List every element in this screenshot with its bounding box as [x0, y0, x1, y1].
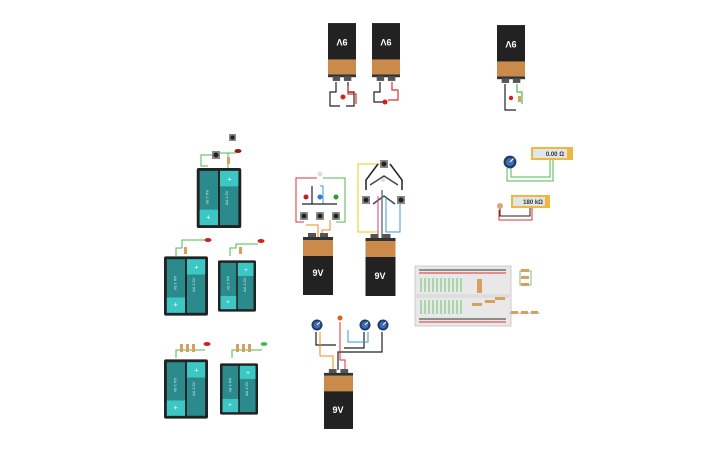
- pushbutton[interactable]: [300, 212, 308, 220]
- pushbutton[interactable]: [212, 151, 220, 159]
- battery-label: 9V: [312, 268, 323, 278]
- multimeter-1-circuit[interactable]: 0.00 Ω: [503, 147, 573, 182]
- wire-green[interactable]: [516, 84, 523, 104]
- battery-label: 9V: [380, 37, 391, 47]
- wire-black[interactable]: [373, 82, 384, 103]
- battery-label: AA 1.5V: [228, 378, 233, 393]
- multimeter-reading: 0.00 Ω: [546, 152, 564, 158]
- battery-label: AA 1.5V: [242, 277, 247, 292]
- resistor[interactable]: [248, 344, 251, 352]
- battery-label: 9V: [374, 271, 385, 281]
- wire-green[interactable]: [323, 177, 346, 223]
- resistor[interactable]: [477, 279, 482, 293]
- potentiometer[interactable]: [359, 319, 371, 331]
- wire-black[interactable]: [302, 186, 337, 205]
- battery-label: AA 1.5V: [191, 381, 196, 396]
- battery-label: AA 1.5V: [173, 378, 178, 393]
- multimeter-reading: 180 kΩ: [523, 200, 543, 206]
- battery-label: 9V: [332, 405, 343, 415]
- pushbutton[interactable]: [380, 160, 388, 168]
- battery-label: AA 1.5V: [205, 190, 210, 205]
- resistor[interactable]: [485, 300, 495, 303]
- pushbutton[interactable]: [362, 196, 370, 204]
- battery-label: AA 1.5V: [244, 381, 249, 396]
- led-orange[interactable]: [337, 315, 343, 321]
- resistor[interactable]: [227, 157, 230, 164]
- wire-orange[interactable]: [319, 332, 334, 370]
- wire-red[interactable]: [388, 82, 399, 101]
- wire-yellow[interactable]: [357, 163, 384, 233]
- battery-9v-top-1[interactable]: 9V: [328, 23, 357, 107]
- led-red[interactable]: [257, 239, 265, 243]
- resistor[interactable]: [472, 303, 482, 306]
- resistor[interactable]: [184, 247, 187, 254]
- battery-label: AA 1.5V: [226, 276, 231, 291]
- battery-aa-holder-5[interactable]: AA 1.5V AA 1.5V: [220, 342, 268, 415]
- battery-label: AA 1.5V: [224, 190, 229, 205]
- resistor[interactable]: [239, 247, 242, 254]
- wire-blue[interactable]: [347, 330, 369, 343]
- battery-aa-holder-4[interactable]: AA 1.5V AA 1.5V: [164, 342, 211, 419]
- breadboard-wires[interactable]: [420, 278, 462, 314]
- wire-red[interactable]: [347, 86, 357, 104]
- rgb-led[interactable]: [381, 178, 385, 182]
- battery-label: 9V: [336, 37, 347, 47]
- battery-9v-top-2[interactable]: 9V: [372, 23, 400, 105]
- led-blue[interactable]: [317, 194, 323, 200]
- battery-9v-rgb-circuit[interactable]: 9V: [295, 171, 346, 296]
- wire-blue[interactable]: [320, 185, 324, 204]
- resistor[interactable]: [495, 297, 505, 300]
- rgb-led[interactable]: [317, 171, 323, 177]
- wire-black[interactable]: [504, 84, 516, 111]
- wire-green[interactable]: [231, 349, 262, 358]
- wire-green[interactable]: [510, 160, 551, 178]
- resistor[interactable]: [192, 344, 195, 352]
- pushbutton[interactable]: [229, 134, 236, 141]
- wire-red[interactable]: [339, 322, 346, 370]
- wire-red[interactable]: [498, 208, 533, 221]
- resistor[interactable]: [518, 96, 521, 102]
- pushbutton[interactable]: [332, 212, 340, 220]
- led-green[interactable]: [260, 342, 268, 346]
- battery-9v-triangle-circuit[interactable]: 9V: [357, 160, 405, 296]
- wire-green[interactable]: [506, 160, 554, 182]
- led-green[interactable]: [333, 194, 339, 200]
- battery-aa-holder-1[interactable]: AA 1.5V AA 1.5V: [196, 134, 242, 228]
- wire-green[interactable]: [175, 239, 205, 256]
- wire-black[interactable]: [365, 163, 403, 190]
- wire-green[interactable]: [175, 349, 205, 358]
- battery-label: AA 1.5V: [173, 276, 178, 291]
- battery-9v-potentiometer-circuit[interactable]: 9V: [311, 315, 389, 429]
- wire-green[interactable]: [229, 243, 258, 256]
- battery-label: AA 1.5V: [191, 277, 196, 292]
- pushbutton[interactable]: [316, 212, 324, 220]
- battery-9v-top-3[interactable]: 9V: [497, 25, 525, 111]
- battery-label: 9V: [505, 39, 516, 49]
- potentiometer[interactable]: [377, 319, 389, 331]
- resistor-network[interactable]: [509, 269, 540, 314]
- wire-red[interactable]: [295, 177, 317, 223]
- led-red[interactable]: [203, 342, 211, 346]
- wire-blue[interactable]: [385, 196, 401, 233]
- wire-black[interactable]: [499, 208, 531, 217]
- wire-black[interactable]: [315, 332, 383, 370]
- pushbutton[interactable]: [397, 196, 405, 204]
- led-red[interactable]: [340, 94, 346, 100]
- battery-aa-holder-3[interactable]: AA 1.5V AA 1.5V: [218, 239, 265, 312]
- led-red[interactable]: [234, 149, 242, 153]
- led-red[interactable]: [508, 95, 514, 101]
- led-red[interactable]: [303, 194, 309, 200]
- led-red[interactable]: [382, 99, 388, 105]
- potentiometer[interactable]: [311, 319, 323, 331]
- potentiometer[interactable]: [503, 155, 517, 169]
- photoresistor[interactable]: [497, 203, 503, 209]
- breadboard[interactable]: [414, 265, 512, 327]
- led-red[interactable]: [204, 238, 212, 242]
- multimeter-2-circuit[interactable]: 180 kΩ: [497, 195, 550, 221]
- battery-aa-holder-2[interactable]: AA 1.5V AA 1.5V: [164, 238, 212, 316]
